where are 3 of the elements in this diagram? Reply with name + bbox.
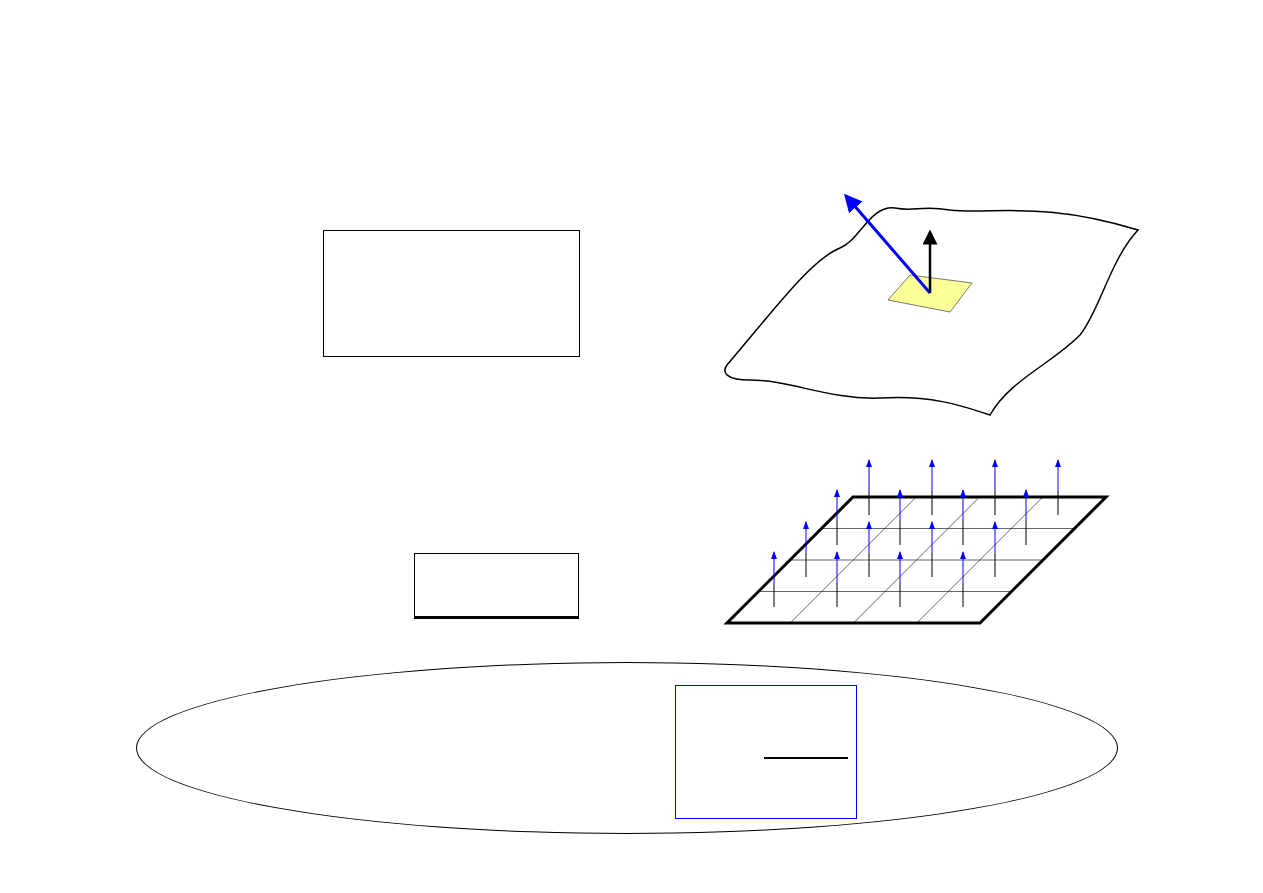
empty-box [414,553,579,619]
empty-box [675,685,857,819]
empty-box [323,230,580,357]
